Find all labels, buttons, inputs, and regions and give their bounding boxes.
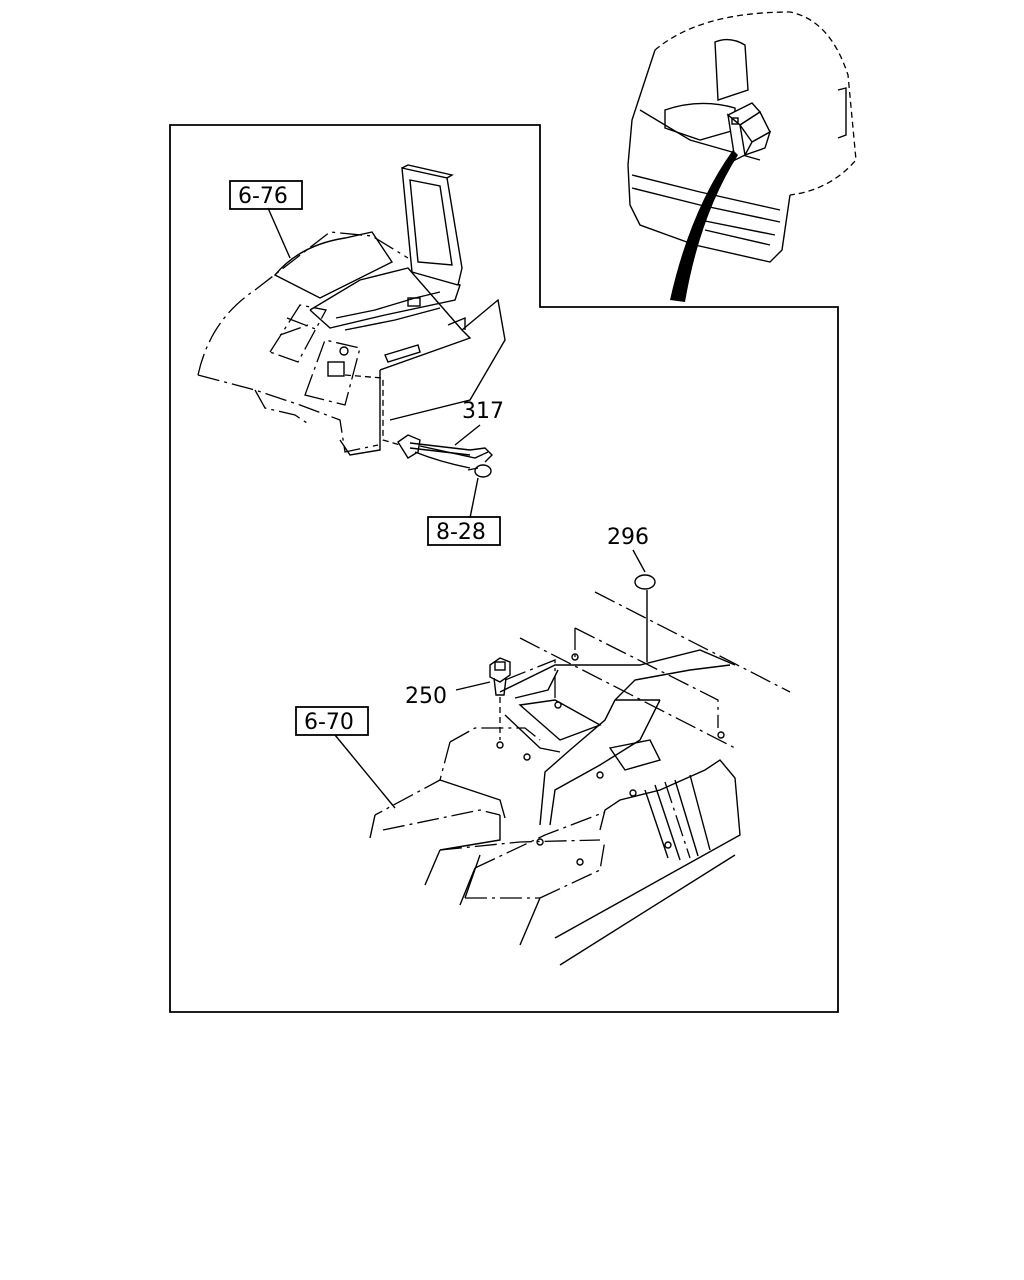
callout-6-70: 6-70 — [304, 710, 354, 735]
callout-317: 317 — [462, 399, 504, 424]
callout-250: 250 — [405, 684, 447, 709]
leader-6-76 — [267, 207, 291, 259]
plug-icon — [634, 574, 656, 590]
leader-296 — [632, 549, 646, 573]
leader-8-28 — [469, 477, 479, 519]
callout-8-28: 8-28 — [436, 520, 486, 545]
cable-icon — [397, 434, 493, 469]
callout-6-76: 6-76 — [238, 184, 288, 209]
callout-296: 296 — [607, 525, 649, 550]
locator-pointer — [670, 150, 738, 302]
clip-icon — [489, 657, 511, 696]
console-box-icon — [197, 164, 506, 456]
wire-route-dashed — [344, 374, 401, 446]
leader-250 — [455, 681, 491, 691]
bolt-icon — [467, 464, 492, 478]
leader-317 — [454, 424, 481, 446]
floor-panel-icon — [369, 591, 791, 966]
callout-box-6-70 — [295, 706, 369, 736]
callout-box-8-28 — [427, 516, 501, 546]
leader-6-70 — [334, 734, 396, 809]
console-highlight-icon — [726, 102, 772, 162]
callout-box-6-76 — [229, 180, 303, 210]
diagram-frame — [169, 124, 839, 1013]
